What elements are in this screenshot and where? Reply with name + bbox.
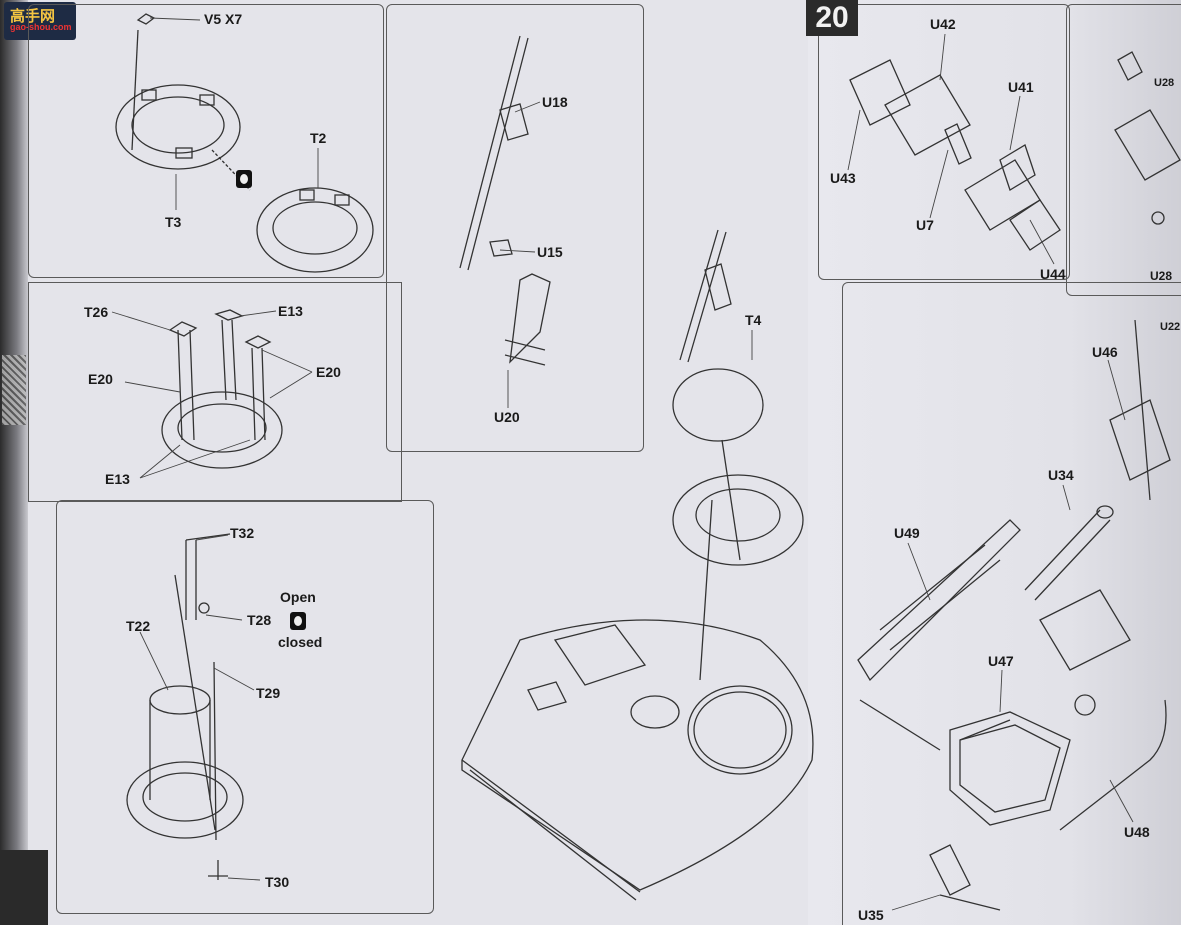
part-label-t3: T3 bbox=[165, 214, 182, 230]
part-label-e20-left: E20 bbox=[88, 371, 113, 387]
part-label-t32: T32 bbox=[230, 525, 255, 541]
right-page bbox=[808, 0, 1181, 925]
ring-t4 bbox=[672, 368, 764, 442]
page-edge-hatch bbox=[2, 355, 26, 425]
part-label-t29: T29 bbox=[256, 685, 281, 701]
watermark-logo-text: 高手网 bbox=[10, 8, 56, 25]
part-label-v5: V5 X7 bbox=[204, 11, 243, 27]
rear-assembly-panel bbox=[842, 282, 1181, 925]
part-label-u34: U34 bbox=[1048, 467, 1074, 483]
part-label-t26: T26 bbox=[84, 304, 109, 320]
ring-t3 bbox=[115, 84, 241, 170]
turret-supports-panel bbox=[28, 282, 402, 502]
open-closed-toggle-icon bbox=[236, 170, 252, 188]
step-20-side-panel bbox=[1066, 4, 1181, 296]
part-label-u15: U15 bbox=[537, 244, 563, 260]
part-label-t4: T4 bbox=[745, 312, 762, 328]
ring-t2 bbox=[256, 187, 374, 273]
part-label-u7: U7 bbox=[916, 217, 934, 233]
book-gutter bbox=[0, 0, 28, 925]
cylinder-u34 bbox=[1024, 509, 1111, 601]
part-label-u43: U43 bbox=[830, 170, 856, 186]
part-label-t22: T22 bbox=[126, 618, 151, 634]
part-label-u47: U47 bbox=[988, 653, 1014, 669]
part-label-t28: T28 bbox=[247, 612, 272, 628]
part-label-u28-top: U28 bbox=[1154, 77, 1175, 89]
step-20-panel bbox=[818, 4, 1070, 280]
part-label-u44: U44 bbox=[1040, 266, 1066, 282]
part-label-e20-right: E20 bbox=[316, 364, 341, 380]
part-label-u49: U49 bbox=[894, 525, 920, 541]
part-label-e13-top: E13 bbox=[278, 303, 303, 319]
machine-gun-panel bbox=[386, 4, 644, 452]
part-label-u35: U35 bbox=[858, 907, 884, 923]
part-label-u41: U41 bbox=[1008, 79, 1034, 95]
ring-base bbox=[161, 391, 283, 469]
part-label-u42: U42 bbox=[930, 16, 956, 32]
part-label-u20: U20 bbox=[494, 409, 520, 425]
part-label-e13-bottom: E13 bbox=[105, 471, 130, 487]
part-label-u18: U18 bbox=[542, 94, 568, 110]
hatch-open-label: Open bbox=[280, 589, 316, 605]
bin-u47 bbox=[949, 711, 1071, 826]
book-gutter-shadow bbox=[0, 850, 48, 925]
part-label-u48: U48 bbox=[1124, 824, 1150, 840]
watermark-site-text: gao-shou.com bbox=[10, 22, 72, 32]
step-number-badge: 20 bbox=[806, 0, 858, 36]
open-closed-toggle-icon bbox=[290, 612, 306, 630]
hatch-closed-label: closed bbox=[278, 634, 323, 650]
part-label-u28-bottom: U28 bbox=[1150, 269, 1173, 283]
turret-ring-panel bbox=[28, 4, 384, 278]
hatch-hinge-panel bbox=[56, 500, 434, 914]
part-label-u22: U22 bbox=[1160, 321, 1181, 333]
rack-u49 bbox=[857, 519, 1021, 682]
part-label-u46: U46 bbox=[1092, 344, 1118, 360]
part-label-t30: T30 bbox=[265, 874, 290, 890]
hull-plate-outline bbox=[461, 619, 814, 891]
watermark-logo: 高手网 gao-shou.com bbox=[4, 2, 76, 40]
part-label-t2: T2 bbox=[310, 130, 327, 146]
